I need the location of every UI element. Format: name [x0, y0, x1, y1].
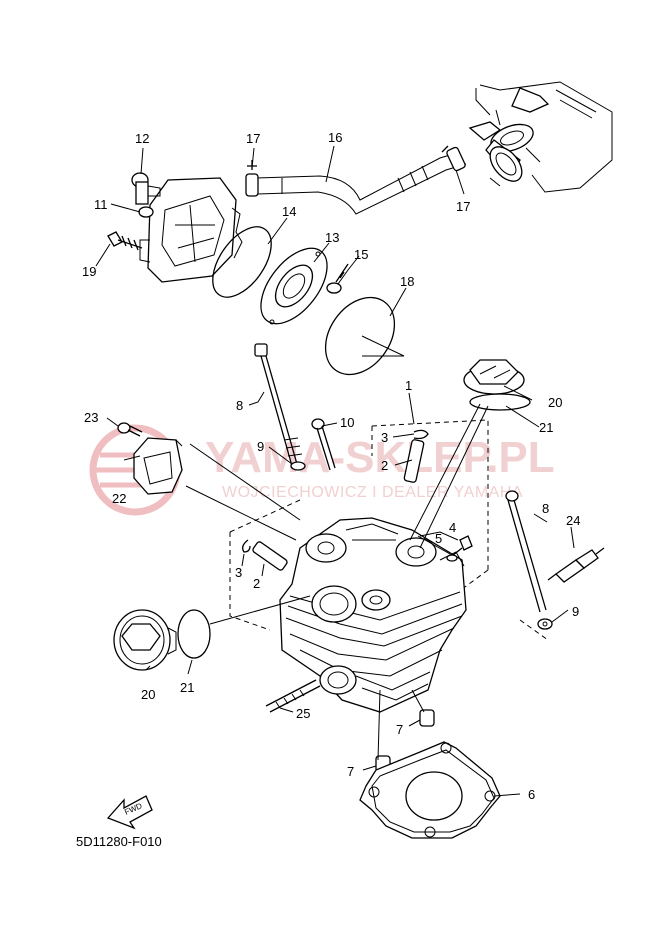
callout-18: 18 — [400, 274, 414, 289]
watermark: YAMA-SKLEP.PL WOJCIECHOWICZ I DEALER YAM… — [89, 424, 555, 516]
stud-bolt-8-right — [505, 490, 547, 613]
callout-4: 4 — [449, 520, 456, 535]
bolt-23 — [117, 422, 143, 437]
stud-25 — [265, 679, 321, 713]
cover-plate-13 — [260, 247, 328, 325]
callout-7-right: 7 — [396, 722, 403, 737]
plug-20-left — [113, 609, 177, 671]
callout-3-top: 3 — [381, 430, 388, 445]
hose-clamp-right — [441, 145, 466, 172]
cover-bolt-19 — [107, 231, 143, 251]
callout-8-left: 8 — [236, 398, 243, 413]
stud-bolt-8-left — [254, 343, 303, 467]
valve-guide-2-top — [403, 439, 425, 483]
callout-12: 12 — [135, 131, 149, 146]
callout-20-right: 20 — [548, 395, 562, 410]
oring-21-right — [469, 393, 531, 411]
gasket-oring-14 — [212, 226, 272, 298]
callout-16: 16 — [328, 130, 342, 145]
callout-8-right: 8 — [542, 501, 549, 516]
callout-2-top: 2 — [381, 458, 388, 473]
callout-21-left: 21 — [180, 680, 194, 695]
callout-6: 6 — [528, 787, 535, 802]
callout-10: 10 — [340, 415, 354, 430]
diagram-code: 5D11280-F010 — [76, 834, 162, 849]
callout-1: 1 — [405, 378, 412, 393]
head-gasket-6 — [359, 741, 501, 839]
fwd-arrow-icon: FWD — [106, 795, 153, 830]
callout-2-left: 2 — [253, 576, 260, 591]
callout-5: 5 — [435, 531, 442, 546]
leader-lines — [95, 145, 575, 797]
washer-9-right — [537, 618, 553, 630]
bolt-10 — [311, 418, 336, 471]
head-side-cover — [139, 177, 243, 283]
callout-numbers: 12 17 16 11 14 17 13 15 19 18 1 20 8 10 … — [82, 130, 580, 802]
callout-20-left: 20 — [141, 687, 155, 702]
oring-18 — [324, 296, 396, 376]
watermark-subtitle: WOJCIECHOWICZ I DEALER YAMAHA — [222, 484, 523, 501]
oil-delivery-fitting — [131, 172, 161, 205]
callout-22: 22 — [112, 491, 126, 506]
callout-17-left: 17 — [246, 131, 260, 146]
cover-bolt-11 — [138, 206, 154, 218]
callout-11: 11 — [94, 197, 108, 212]
dowel-pin-7-right — [419, 709, 435, 727]
hose-clamp-left — [245, 160, 259, 197]
spark-plug-24 — [547, 547, 605, 583]
callout-15: 15 — [354, 247, 368, 262]
callout-21-right: 21 — [539, 420, 553, 435]
callout-3-left: 3 — [235, 565, 242, 580]
valve-guide-2-left — [252, 541, 288, 571]
callout-9-right: 9 — [572, 604, 579, 619]
callout-17-right: 17 — [456, 199, 470, 214]
washer-9-left — [290, 461, 306, 471]
callout-23: 23 — [84, 410, 98, 425]
callout-19: 19 — [82, 264, 96, 279]
watermark-brand: YAMA-SKLEP.PL — [205, 433, 555, 482]
callout-25: 25 — [296, 706, 310, 721]
assembly-group-outline — [229, 419, 549, 641]
intake-joint — [485, 123, 541, 187]
breather-hose — [255, 151, 467, 215]
bracket-22 — [133, 437, 183, 495]
callout-24: 24 — [566, 513, 580, 528]
circlip-3-left — [242, 539, 251, 553]
oring-21-left — [177, 609, 211, 659]
callout-9-left: 9 — [257, 439, 264, 454]
callout-13: 13 — [325, 230, 339, 245]
bolt-15 — [326, 263, 349, 294]
plug-20-right — [463, 359, 525, 395]
air-box-outline — [468, 81, 613, 193]
cylinder-head — [279, 517, 467, 713]
bolt-4-5 — [446, 535, 473, 562]
callout-7-left: 7 — [347, 764, 354, 779]
callout-14: 14 — [282, 204, 296, 219]
circlip-3-top — [413, 429, 429, 440]
